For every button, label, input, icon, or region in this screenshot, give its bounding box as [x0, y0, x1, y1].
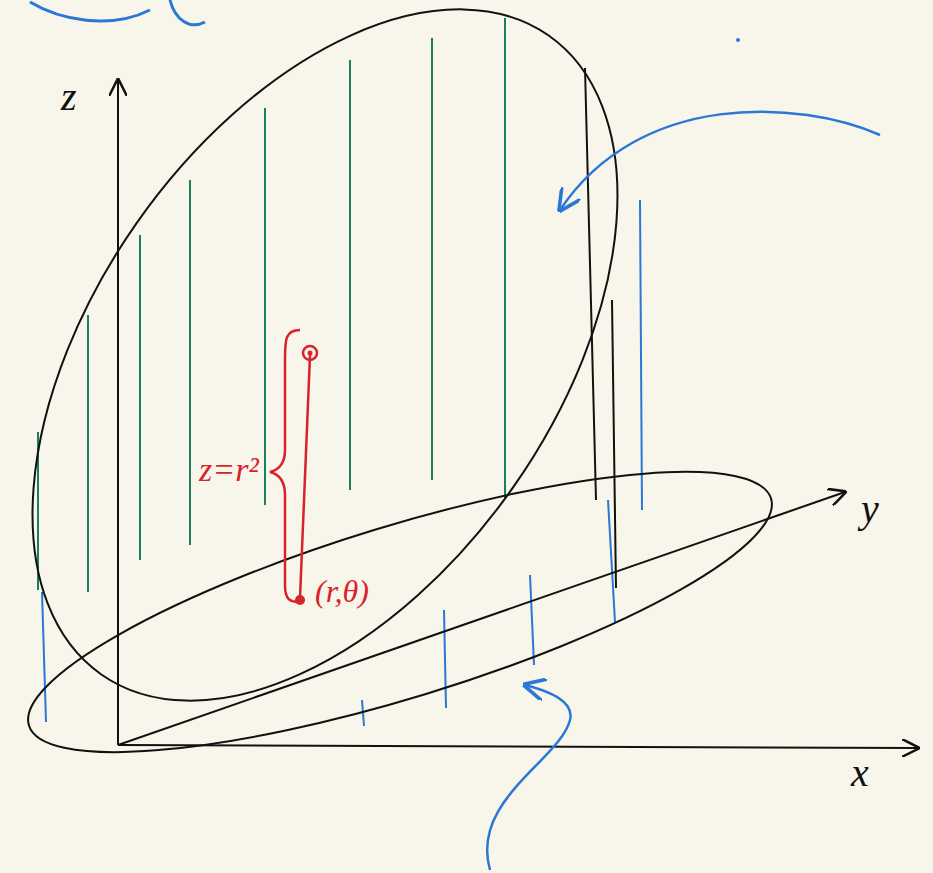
base-ellipse	[4, 416, 796, 807]
ink-dot	[736, 38, 740, 42]
axis-label: y	[858, 488, 882, 530]
cut-off-writing	[30, 0, 205, 25]
point-label: (r,θ)	[312, 574, 372, 608]
axis-label: z	[58, 76, 80, 118]
height-marker	[270, 330, 317, 605]
side-lines	[585, 68, 616, 588]
formula-label: z=r²	[196, 452, 262, 488]
pointer-arrow	[487, 685, 570, 870]
axis-label: x	[848, 752, 872, 794]
axes	[118, 80, 918, 748]
blue-hatching	[42, 200, 642, 726]
pointer-arrow	[560, 112, 880, 210]
green-hatching	[38, 18, 505, 592]
top-surface-ellipse	[0, 0, 737, 806]
